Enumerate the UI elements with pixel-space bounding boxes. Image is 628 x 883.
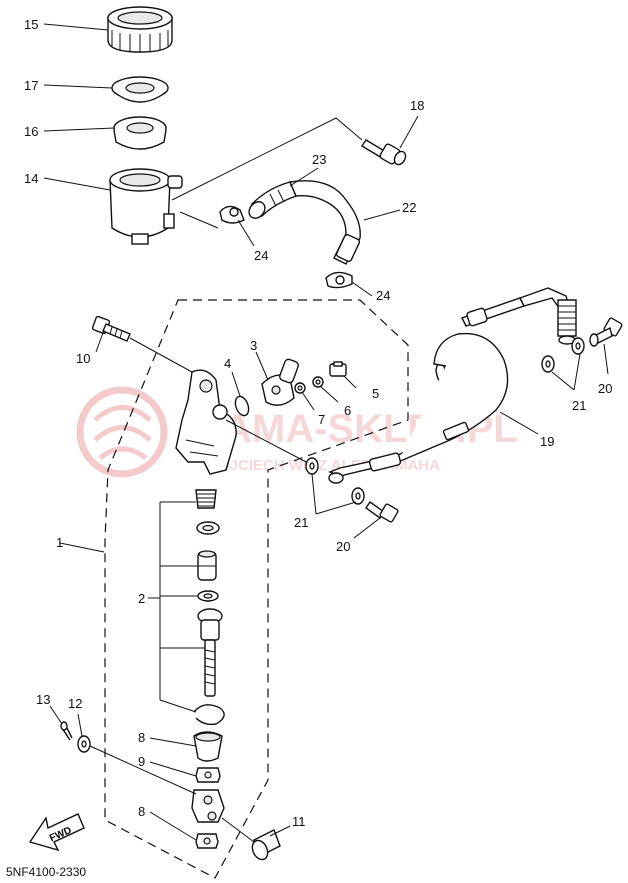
label-13: 13	[36, 692, 50, 707]
part-13-cotter-pin[interactable]	[60, 721, 73, 741]
label-21-lower: 21	[294, 515, 308, 530]
part-7-washer[interactable]	[294, 382, 306, 394]
label-11: 11	[292, 814, 306, 829]
part-14-reservoir-tank[interactable]	[109, 168, 183, 245]
label-20-lower: 20	[336, 539, 350, 554]
label-14: 14	[24, 171, 38, 186]
part-19-brake-hose[interactable]	[328, 287, 577, 484]
label-24-lower: 24	[376, 288, 390, 303]
label-15: 15	[24, 17, 38, 32]
part-10-bolt[interactable]	[91, 315, 131, 342]
fwd-arrow-icon: FWD	[28, 813, 85, 852]
part-15-reservoir-cap[interactable]	[107, 6, 173, 53]
part-21-washer-upper-a[interactable]	[541, 355, 555, 373]
bracket-2-spring-group	[159, 501, 205, 713]
leader-10-body	[129, 337, 193, 373]
part-piston[interactable]	[197, 550, 217, 581]
leader-body-hose	[225, 419, 311, 465]
label-8-upper: 8	[138, 730, 145, 745]
label-8-lower: 8	[138, 804, 145, 819]
label-17: 17	[24, 78, 38, 93]
part-push-rod[interactable]	[197, 608, 223, 697]
label-4: 4	[224, 356, 231, 371]
label-9: 9	[138, 754, 145, 769]
part-11-clevis-pin[interactable]	[249, 829, 281, 862]
label-6: 6	[344, 403, 351, 418]
label-22: 22	[402, 200, 416, 215]
part-8-nut-lower[interactable]	[195, 833, 219, 849]
part-9-clevis[interactable]	[191, 789, 225, 823]
label-24-upper: 24	[254, 248, 268, 263]
part-16-diaphragm[interactable]	[113, 116, 167, 150]
part-boot[interactable]	[193, 731, 223, 762]
part-24-hose-clip-upper[interactable]	[219, 205, 245, 224]
watermark-logo-icon	[76, 386, 168, 478]
label-21-upper: 21	[572, 398, 586, 413]
watermark-subtext: OJCIECH WICZ ALER YAMAHA	[218, 457, 440, 474]
label-12: 12	[68, 696, 82, 711]
label-20-upper: 20	[598, 381, 612, 396]
part-20-union-bolt-upper[interactable]	[589, 317, 623, 347]
leader-11-pin-line	[221, 817, 255, 843]
part-21-washer-upper-b[interactable]	[571, 337, 585, 355]
part-5-screw[interactable]	[329, 361, 347, 377]
part-23-hose-upper[interactable]	[246, 181, 297, 221]
part-spring[interactable]	[195, 489, 217, 509]
part-6-washer[interactable]	[312, 376, 324, 388]
part-8-nut-upper[interactable]	[195, 767, 221, 783]
master-cylinder-body[interactable]	[175, 369, 237, 475]
part-18-bolt[interactable]	[361, 139, 408, 167]
part-20-union-bolt-lower[interactable]	[365, 501, 399, 523]
label-7: 7	[318, 412, 325, 427]
drawing-code: 5NF4100-2330	[6, 865, 86, 879]
master-cylinder-assembly-outline	[104, 299, 409, 879]
part-17-diaphragm-plate[interactable]	[111, 76, 169, 103]
label-1: 1	[56, 535, 63, 550]
label-16: 16	[24, 124, 38, 139]
part-4-o-ring[interactable]	[233, 395, 251, 418]
label-3: 3	[250, 338, 257, 353]
leader-reservoir-clip	[179, 211, 219, 229]
part-24-hose-clip-lower[interactable]	[325, 271, 353, 289]
part-3-hose-joint[interactable]	[261, 358, 299, 406]
part-22-hose-lower[interactable]	[288, 180, 361, 265]
leader-18-reservoir	[171, 117, 363, 201]
part-cup-seal-2[interactable]	[197, 590, 219, 602]
label-18: 18	[410, 98, 424, 113]
part-cup-seal-1[interactable]	[196, 521, 220, 535]
part-21-washer-lower-b[interactable]	[351, 487, 365, 505]
leader-12-pin-line	[89, 745, 197, 795]
label-2: 2	[138, 591, 145, 606]
part-labels: 15 17 16 14 18 23 22 24 24 10 3 4 5 6 7 …	[24, 17, 612, 829]
leader-lines	[43, 23, 609, 841]
label-23: 23	[312, 152, 326, 167]
label-19: 19	[540, 434, 554, 449]
label-5: 5	[372, 386, 379, 401]
part-circlip[interactable]	[193, 704, 225, 726]
part-12-washer[interactable]	[77, 735, 91, 753]
label-10: 10	[76, 351, 90, 366]
part-21-washer-lower-a[interactable]	[305, 457, 319, 475]
